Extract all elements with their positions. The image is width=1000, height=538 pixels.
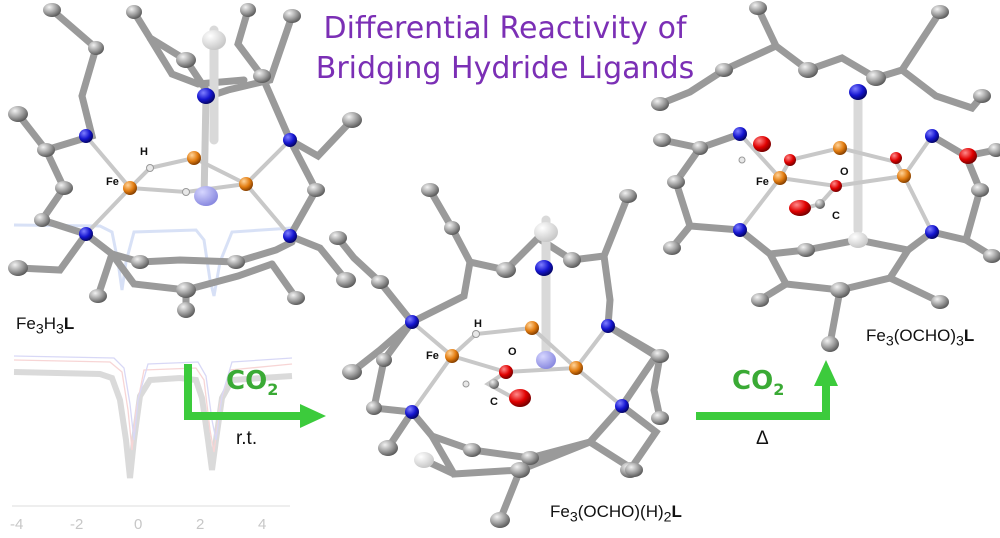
molecule-fe3-ocho3l [656, 4, 1000, 348]
label-fe3-ocho3l: Fe3(OCHO)3L [866, 326, 975, 350]
mossbauer-spectrum [12, 223, 293, 507]
spectrum-tick: 4 [258, 516, 267, 533]
atoms-left [8, 3, 362, 318]
atom-label-o-right: O [840, 166, 849, 178]
atom-label-fe-left: Fe [106, 176, 119, 188]
reaction-arrow-2 [696, 360, 838, 420]
atoms-middle [329, 183, 669, 528]
label-fe3h3l: Fe3H3L [16, 314, 75, 338]
condition-rt: r.t. [236, 428, 258, 449]
title-line-2: Bridging Hydride Ligands [315, 51, 695, 86]
atom-label-h-left: H [140, 146, 148, 158]
spectrum-tick: 2 [196, 516, 205, 533]
reagent-co2-step2: CO2 [732, 366, 785, 400]
reagent-co2-step1: CO2 [226, 366, 279, 400]
spectrum-tick: -2 [70, 516, 84, 533]
atom-label-h-middle: H [474, 318, 482, 330]
reaction-arrow-1 [184, 364, 326, 428]
condition-heat: Δ [756, 428, 769, 449]
atoms-right [651, 1, 1000, 352]
atom-label-fe-right: Fe [756, 176, 769, 188]
atom-label-c-right: C [832, 210, 840, 222]
atom-label-c-middle: C [490, 396, 498, 408]
title-line-1: Differential Reactivity of [323, 11, 687, 46]
atom-label-o-middle: O [508, 346, 517, 358]
spectrum-tick: -4 [10, 516, 24, 533]
atom-label-fe-middle: Fe [426, 350, 439, 362]
label-fe3-ocho-h2l: Fe3(OCHO)(H)2L [550, 502, 682, 526]
molecule-fe3h3l [14, 6, 356, 314]
spectrum-tick: 0 [134, 516, 143, 533]
